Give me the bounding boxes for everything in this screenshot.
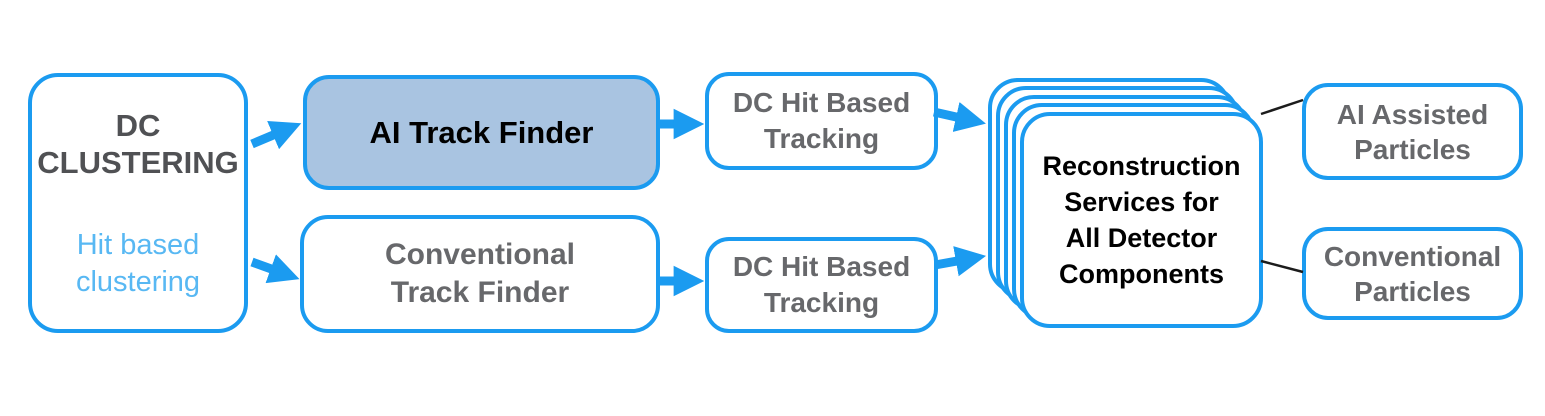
conventional-particles-line2: Particles bbox=[1354, 275, 1471, 307]
reconstruction-line2: Services for bbox=[1064, 187, 1219, 217]
reconstruction-line4: Components bbox=[1059, 259, 1224, 289]
node-conventional-particles: Conventional Particles bbox=[1302, 227, 1523, 320]
dc-clustering-subtitle-line2: clustering bbox=[75, 266, 201, 298]
conventional-track-finder-line2: Track Finder bbox=[390, 276, 570, 309]
node-dc-hit-based-tracking-top: DC Hit Based Tracking bbox=[705, 72, 938, 170]
conventional-track-finder-line1: Conventional bbox=[384, 238, 575, 271]
connector-reconstruction-to-ai-assisted-particles bbox=[1260, 98, 1304, 116]
conventional-particles-line1: Conventional bbox=[1323, 240, 1502, 272]
arrow-dc-clustering-to-ai-track-finder bbox=[250, 121, 302, 150]
dc-clustering-title-line1: DC bbox=[115, 108, 161, 143]
ai-track-finder-label: AI Track Finder bbox=[369, 114, 594, 150]
node-ai-assisted-particles: AI Assisted Particles bbox=[1302, 83, 1523, 180]
arrow-dc-hit-tracking-top-to-reconstruction bbox=[933, 102, 986, 132]
node-conventional-track-finder: Conventional Track Finder bbox=[300, 215, 660, 333]
reconstruction-services-label: Reconstruction Services for All Detector… bbox=[1042, 148, 1240, 292]
arrow-dc-clustering-to-conventional-track-finder bbox=[250, 254, 300, 284]
arrow-dc-hit-tracking-bottom-to-reconstruction bbox=[934, 246, 987, 277]
node-reconstruction-services: Reconstruction Services for All Detector… bbox=[1020, 112, 1263, 328]
ai-assisted-particles-label: AI Assisted Particles bbox=[1337, 97, 1488, 167]
dc-clustering-subtitle-line1: Hit based bbox=[76, 229, 200, 261]
dc-hit-tracking-top-label: DC Hit Based Tracking bbox=[733, 85, 910, 157]
dc-hit-tracking-bottom-line2: Tracking bbox=[763, 287, 880, 318]
node-dc-hit-based-tracking-bottom: DC Hit Based Tracking bbox=[705, 237, 938, 333]
dc-hit-tracking-bottom-line1: DC Hit Based bbox=[732, 251, 911, 282]
node-ai-track-finder: AI Track Finder bbox=[303, 75, 660, 190]
reconstruction-line1: Reconstruction bbox=[1042, 151, 1241, 181]
dc-hit-tracking-top-line2: Tracking bbox=[763, 123, 880, 154]
dc-hit-tracking-bottom-label: DC Hit Based Tracking bbox=[733, 249, 910, 321]
conventional-track-finder-label: Conventional Track Finder bbox=[385, 236, 575, 312]
dc-clustering-subtitle: Hit based clustering bbox=[76, 227, 200, 301]
ai-assisted-particles-line2: Particles bbox=[1354, 133, 1471, 165]
ai-assisted-particles-line1: AI Assisted bbox=[1336, 98, 1489, 130]
dc-hit-tracking-top-line1: DC Hit Based bbox=[732, 87, 911, 118]
node-dc-clustering: DC CLUSTERING Hit based clustering bbox=[28, 73, 248, 333]
connector-reconstruction-to-conventional-particles bbox=[1260, 259, 1304, 274]
dc-clustering-title-line2: CLUSTERING bbox=[37, 145, 239, 180]
reconstruction-line3: All Detector bbox=[1065, 223, 1218, 253]
conventional-particles-label: Conventional Particles bbox=[1324, 239, 1501, 309]
dc-clustering-title: DC CLUSTERING bbox=[37, 107, 239, 181]
